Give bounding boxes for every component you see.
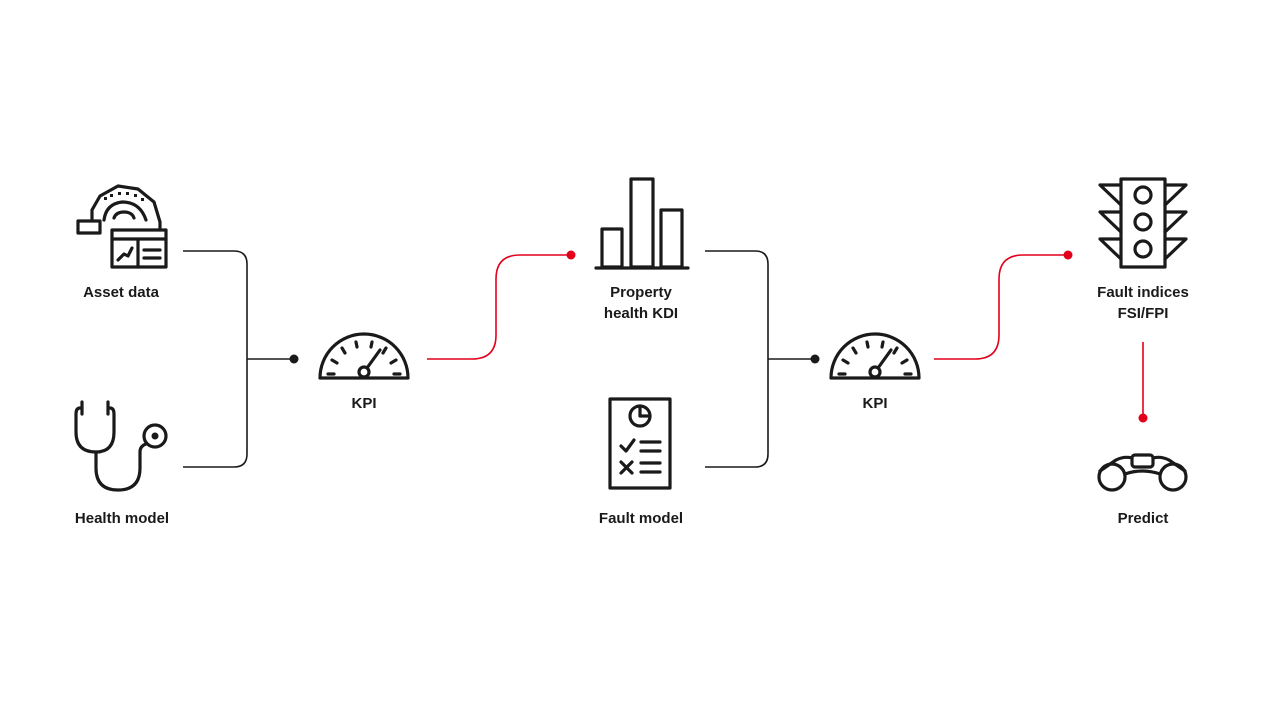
traffic-light-icon <box>1098 177 1188 269</box>
kpi-2-label: KPI <box>862 395 887 412</box>
fault-model-label: Fault model <box>599 510 683 527</box>
bar-chart-icon <box>594 177 690 270</box>
gauge-icon <box>829 332 921 380</box>
fault-indices-label-line2: FSI/FPI <box>1118 305 1169 322</box>
connector-dot-kpi2 <box>810 354 820 364</box>
connector-property-to-kpi2 <box>705 250 769 468</box>
property-health-label-line1: Property <box>610 284 672 301</box>
connector-dot-kpi1 <box>289 354 299 364</box>
binoculars-icon <box>1097 453 1188 492</box>
connectors <box>183 250 1148 468</box>
connector-dot-property <box>566 250 576 260</box>
fault-indices-label-line1: Fault indices <box>1097 284 1189 301</box>
property-health-label-line2: health KDI <box>604 305 678 322</box>
stethoscope-icon <box>74 400 168 492</box>
checklist-document-icon <box>608 397 672 490</box>
connector-dot-predict <box>1138 413 1148 423</box>
gauge-icon <box>318 332 410 380</box>
asset-data-icon <box>76 184 168 269</box>
connector-dot-fault-indices <box>1063 250 1073 260</box>
health-model-label: Health model <box>75 510 169 527</box>
predict-label: Predict <box>1118 510 1169 527</box>
connector-kpi2-to-fault-indices <box>934 254 1068 360</box>
connector-asset-to-kpi1 <box>183 250 248 468</box>
kpi-1-label: KPI <box>351 395 376 412</box>
asset-data-label: Asset data <box>83 284 160 301</box>
connector-kpi1-to-property <box>427 254 571 360</box>
